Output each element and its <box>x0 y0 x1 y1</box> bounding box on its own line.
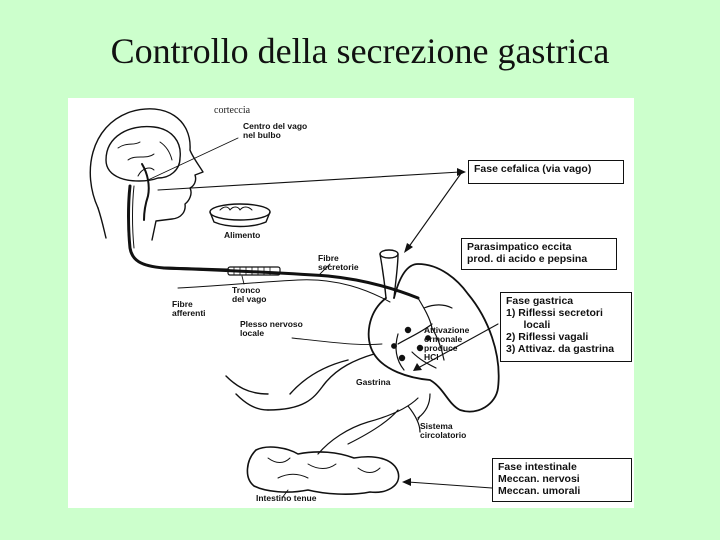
label-fibre-secretorie: Fibre secretorie <box>318 253 359 272</box>
fase-gastrica-line-4: 2) Riflessi vagali <box>506 331 589 343</box>
leader-centro-vago <box>147 137 239 181</box>
label-fibre-afferenti: Fibre afferenti <box>172 299 206 318</box>
leader-intestino <box>281 489 289 499</box>
head-outline <box>89 108 204 241</box>
label-alimento: Alimento <box>224 230 261 240</box>
fase-intestinale-line-1: Fase intestinale <box>498 461 577 473</box>
slide-title: Controllo della secrezione gastrica <box>110 31 610 71</box>
afferent-fibres <box>177 279 391 303</box>
food-dish <box>209 203 271 221</box>
arrow-parasimpatico <box>407 171 463 249</box>
box-fase-cefalica: Fase cefalica (via vago) <box>468 160 624 184</box>
small-intestine <box>246 446 400 495</box>
label-tronco-vago: Tronco del vago <box>232 285 267 304</box>
arrowhead-intestinale <box>402 478 411 486</box>
label-attivazione-ormonale: Attivazione ormonale produce HCl <box>424 325 470 362</box>
label-centro-vago: Centro del vago nel bulbo <box>243 121 308 140</box>
brainstem <box>141 163 150 221</box>
arrowhead-cefalica <box>457 168 466 176</box>
box-fase-gastrica: Fase gastrica 1) Riflessi secretori loca… <box>500 292 632 362</box>
label-sistema-circolatorio: Sistema circolatorio <box>420 421 467 440</box>
arrow-fase-gastrica <box>417 323 499 369</box>
label-gastrina: Gastrina <box>356 377 391 387</box>
vagus-nerve-neck <box>127 184 230 272</box>
leader-sistema <box>417 415 421 421</box>
label-intestino-tenue: Intestino tenue <box>256 493 317 503</box>
diagram-panel: corteccia Centro del vago nel bulbo Alim… <box>68 98 634 508</box>
box-parasimpatico: Parasimpatico eccita prod. di acido e pe… <box>461 238 617 270</box>
head-back <box>97 207 107 239</box>
fase-gastrica-line-5: 3) Attivaz. da gastrina <box>506 343 615 355</box>
leader-plesso <box>291 337 383 345</box>
label-plesso-nervoso: Plesso nervoso locale <box>240 319 303 338</box>
arrowhead-gastrica <box>413 363 422 371</box>
fase-intestinale-line-2: Meccan. nervosi <box>498 473 580 485</box>
fase-gastrica-line-3: locali <box>506 319 551 331</box>
parasimpatico-line-1: Parasimpatico eccita <box>467 241 572 253</box>
duodenum <box>267 353 375 411</box>
digestive-diagram-drawing <box>89 108 500 499</box>
arrow-fase-intestinale <box>407 481 493 489</box>
circulatory-vessels <box>317 393 431 455</box>
fase-intestinale-line-3: Meccan. umorali <box>498 485 581 497</box>
brain-outline <box>105 125 181 182</box>
vagal-trunk <box>162 266 420 300</box>
stomach-outline <box>367 263 500 413</box>
nerve-branches <box>395 297 453 371</box>
parasimpatico-line-2: prod. di acido e pepsina <box>467 253 588 265</box>
label-corteccia: corteccia <box>214 105 251 116</box>
arrow-fase-cefalica <box>157 171 461 191</box>
leader-tronco <box>241 275 245 285</box>
arrowhead-parasimpatico <box>404 243 413 253</box>
trunk-sheath <box>227 266 281 276</box>
fase-gastrica-line-1: Fase gastrica <box>506 295 574 307</box>
leader-fibre-secretorie <box>319 263 331 275</box>
fase-gastrica-line-2: 1) Riflessi secretori <box>506 307 603 319</box>
fase-cefalica-line: Fase cefalica (via vago) <box>474 163 592 175</box>
box-fase-intestinale: Fase intestinale Meccan. nervosi Meccan.… <box>492 458 632 502</box>
